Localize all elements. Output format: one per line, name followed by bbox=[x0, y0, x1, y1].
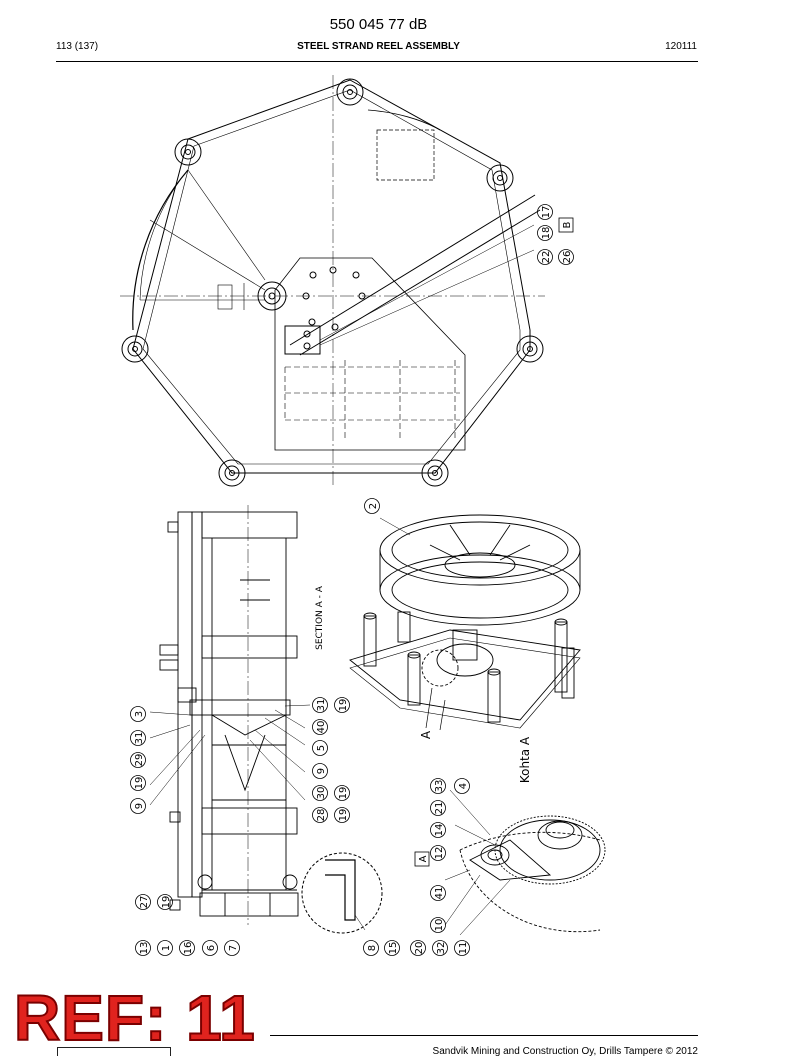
callout-label-17: 17 bbox=[541, 206, 552, 219]
footer-copyright: Sandvik Mining and Construction Oy, Dril… bbox=[432, 1046, 698, 1057]
callout-label-7: 7 bbox=[228, 945, 239, 951]
callout-label-31b: 31 bbox=[316, 699, 327, 712]
view-letter-a-box: A bbox=[418, 855, 429, 862]
reel-isometric bbox=[349, 514, 581, 731]
callout-22 bbox=[537, 249, 553, 265]
callout-label-28: 28 bbox=[316, 809, 327, 822]
callout-label-1: 1 bbox=[161, 945, 172, 951]
callout-label-41: 41 bbox=[434, 887, 445, 900]
callout-label-13: 13 bbox=[139, 942, 150, 955]
callout-label-32: 32 bbox=[436, 942, 447, 955]
callout-label-14: 14 bbox=[434, 824, 445, 837]
callout-label-5: 5 bbox=[316, 745, 327, 751]
page-title: STEEL STRAND REEL ASSEMBLY bbox=[297, 41, 460, 52]
callout-label-9b: 9 bbox=[316, 768, 327, 774]
callout-label-9: 9 bbox=[134, 803, 145, 809]
header-rule bbox=[56, 61, 698, 62]
detail-a-view bbox=[459, 815, 606, 933]
callout-label-40: 40 bbox=[316, 721, 327, 734]
logo bbox=[57, 1047, 171, 1056]
callout-label-15: 15 bbox=[388, 942, 399, 955]
detail-circle bbox=[301, 852, 383, 934]
document-number: 550 045 77 dB bbox=[329, 16, 428, 33]
callout-label-31: 31 bbox=[134, 732, 145, 745]
view-letter-a: A bbox=[419, 730, 433, 739]
callout-label-18: 18 bbox=[541, 227, 552, 240]
callout-label-30: 30 bbox=[316, 787, 327, 800]
callout-label-21: 21 bbox=[434, 802, 445, 815]
ref-stamp: REF: 11 bbox=[13, 982, 256, 1054]
callout-label-19c: 19 bbox=[338, 699, 349, 712]
callout-label-6: 6 bbox=[206, 945, 217, 951]
callout-18 bbox=[537, 225, 553, 241]
callout-label-19e: 19 bbox=[338, 809, 349, 822]
callout-label-3: 3 bbox=[134, 711, 145, 717]
reel-top-view bbox=[120, 75, 545, 488]
page-number: 113 (137) bbox=[56, 41, 99, 52]
callout-26 bbox=[558, 249, 574, 265]
callout-label-19d: 19 bbox=[338, 787, 349, 800]
roller bbox=[121, 78, 544, 487]
callout-label-4: 4 bbox=[458, 783, 469, 789]
callout-label-8: 8 bbox=[367, 945, 378, 951]
section-view bbox=[159, 505, 299, 925]
view-letter-b: B bbox=[562, 221, 573, 228]
callout-label-20: 20 bbox=[414, 942, 425, 955]
revision-code: 120111 bbox=[665, 41, 697, 52]
callout-label-12: 12 bbox=[434, 847, 445, 860]
callout-label-2: 2 bbox=[368, 503, 379, 509]
callout-label-27: 27 bbox=[139, 896, 150, 909]
callout-label-16: 16 bbox=[183, 942, 194, 955]
callout-label-19: 19 bbox=[134, 777, 145, 790]
callout-label-29: 29 bbox=[134, 754, 145, 767]
callout-label-11: 11 bbox=[458, 942, 469, 955]
footer-rule bbox=[270, 1035, 698, 1036]
callout-label-10: 10 bbox=[434, 919, 445, 932]
callout-label-22: 22 bbox=[541, 251, 552, 264]
callout-label-19b: 19 bbox=[161, 896, 172, 909]
kohta-label: Kohta A bbox=[518, 736, 532, 783]
section-label: SECTION A - A bbox=[315, 585, 325, 650]
callout-label-26: 26 bbox=[562, 251, 573, 264]
callout-17 bbox=[537, 204, 553, 220]
callout-label-33: 33 bbox=[434, 780, 445, 793]
